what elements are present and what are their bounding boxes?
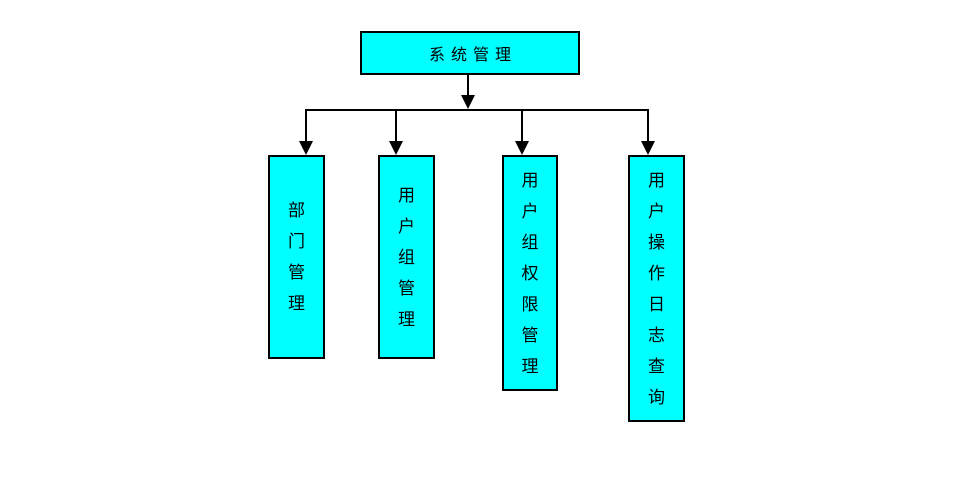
child-node-label: 用户操作日志查询 [648, 170, 665, 407]
arrow-down-icon [641, 141, 655, 155]
arrow-down-icon [515, 141, 529, 155]
connector-stem-line [467, 75, 469, 96]
connector-horizontal-line [305, 109, 649, 111]
root-node-system-management: 系统管理 [360, 31, 580, 75]
child-node-label: 用户组管理 [398, 185, 415, 329]
child-node-user-group-management: 用户组管理 [378, 155, 435, 359]
connector-drop-line-4 [647, 110, 649, 143]
connector-drop-line-1 [305, 110, 307, 143]
child-node-user-operation-log-query: 用户操作日志查询 [628, 155, 685, 422]
child-node-department-management: 部门管理 [268, 155, 325, 359]
connector-drop-line-2 [395, 110, 397, 143]
child-node-label: 部门管理 [288, 201, 305, 313]
arrow-down-icon [389, 141, 403, 155]
root-node-label: 系统管理 [428, 47, 517, 64]
child-node-label: 用户组权限管理 [521, 170, 539, 376]
child-node-user-group-permission-management: 用户组权限管理 [502, 155, 558, 391]
arrow-down-icon [299, 141, 313, 155]
connector-drop-line-3 [521, 110, 523, 143]
arrow-down-icon [461, 95, 475, 109]
